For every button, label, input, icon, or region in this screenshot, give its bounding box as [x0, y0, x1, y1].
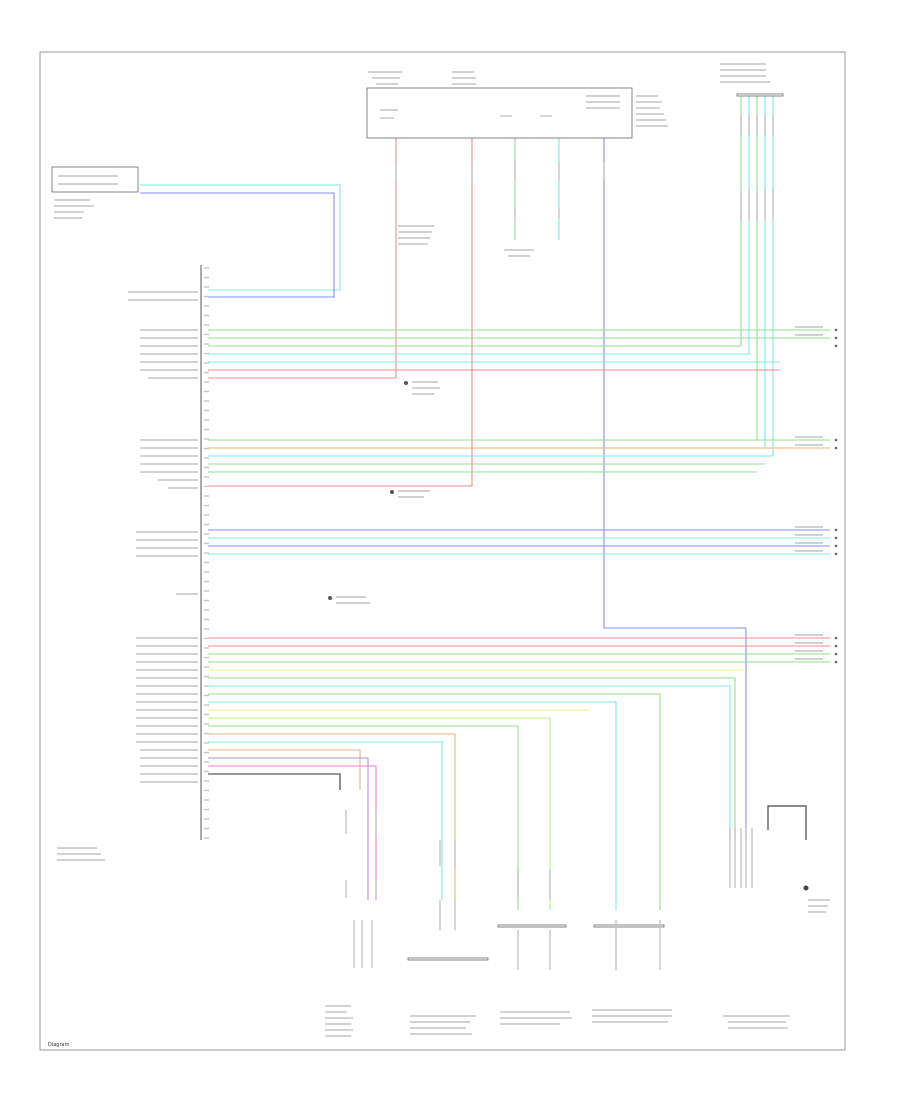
wire-black: [208, 773, 341, 790]
terminal-dot: [834, 652, 838, 656]
wire-blue: [603, 138, 747, 840]
component-layer: [51, 63, 838, 1037]
ground-dot: [328, 596, 332, 600]
wire-green: [208, 725, 519, 910]
wire-cyan: [208, 685, 731, 840]
ground-wire: [767, 805, 807, 840]
ground-dot: [390, 490, 394, 494]
terminal-dot: [834, 552, 838, 556]
terminal-dot: [834, 438, 838, 442]
top-right-connector: [736, 93, 784, 97]
terminal-dot: [834, 660, 838, 664]
wire-cyan: [208, 701, 617, 910]
bottom-component-c: [593, 924, 665, 928]
wire-lime: [208, 717, 551, 910]
wire-green: [208, 677, 736, 840]
terminal-dot: [834, 328, 838, 332]
wire-violet: [208, 757, 369, 900]
footer-label: Diagram: [48, 1042, 70, 1048]
wire-red: [208, 138, 473, 487]
terminal-dot: [834, 336, 838, 340]
wire-red: [208, 138, 397, 379]
wire-layer: [140, 96, 830, 910]
wire-blue: [140, 192, 335, 298]
sensor-box-left: [51, 166, 139, 193]
ground-symbol: [803, 885, 809, 891]
terminal-dot: [834, 344, 838, 348]
wire-magenta: [208, 765, 377, 900]
terminal-dot: [834, 644, 838, 648]
terminal-dot: [834, 544, 838, 548]
ground-dot: [404, 381, 408, 385]
terminal-dot: [834, 446, 838, 450]
wire-cyan: [140, 184, 341, 291]
diagram-border: [39, 51, 846, 1051]
bottom-component-b: [497, 924, 567, 928]
terminal-dot: [834, 636, 838, 640]
wire-cyan: [208, 741, 443, 900]
wire-orange: [208, 733, 456, 900]
wire-orange: [208, 749, 361, 790]
bottom-component-a: [407, 957, 489, 961]
wire-green: [208, 693, 661, 910]
terminal-dot: [834, 536, 838, 540]
terminal-dot: [834, 528, 838, 532]
